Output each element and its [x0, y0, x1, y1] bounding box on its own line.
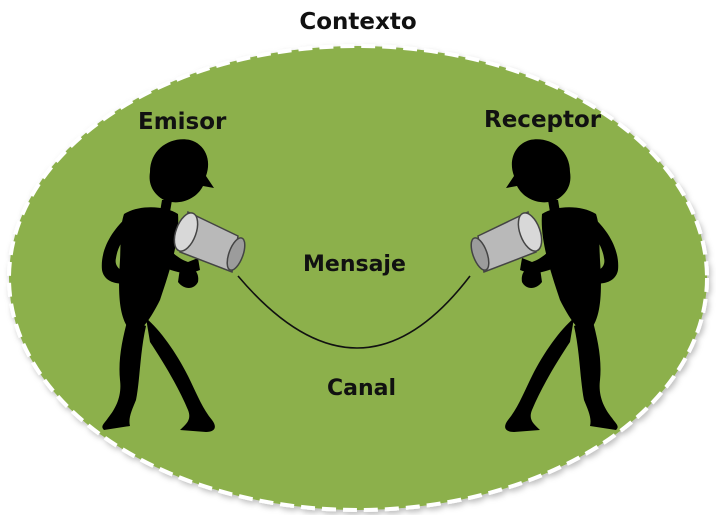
sender-figure-icon [101, 139, 215, 432]
channel-string [237, 275, 471, 349]
sender-label: Emisor [138, 109, 227, 135]
message-label: Mensaje [303, 252, 406, 277]
channel-label: Canal [327, 376, 397, 401]
receiver-can-icon [470, 210, 543, 274]
context-title: Contexto [299, 9, 417, 35]
sender-can-icon [173, 210, 246, 274]
receiver-label: Receptor [484, 107, 602, 133]
receiver-figure-icon [505, 139, 619, 432]
